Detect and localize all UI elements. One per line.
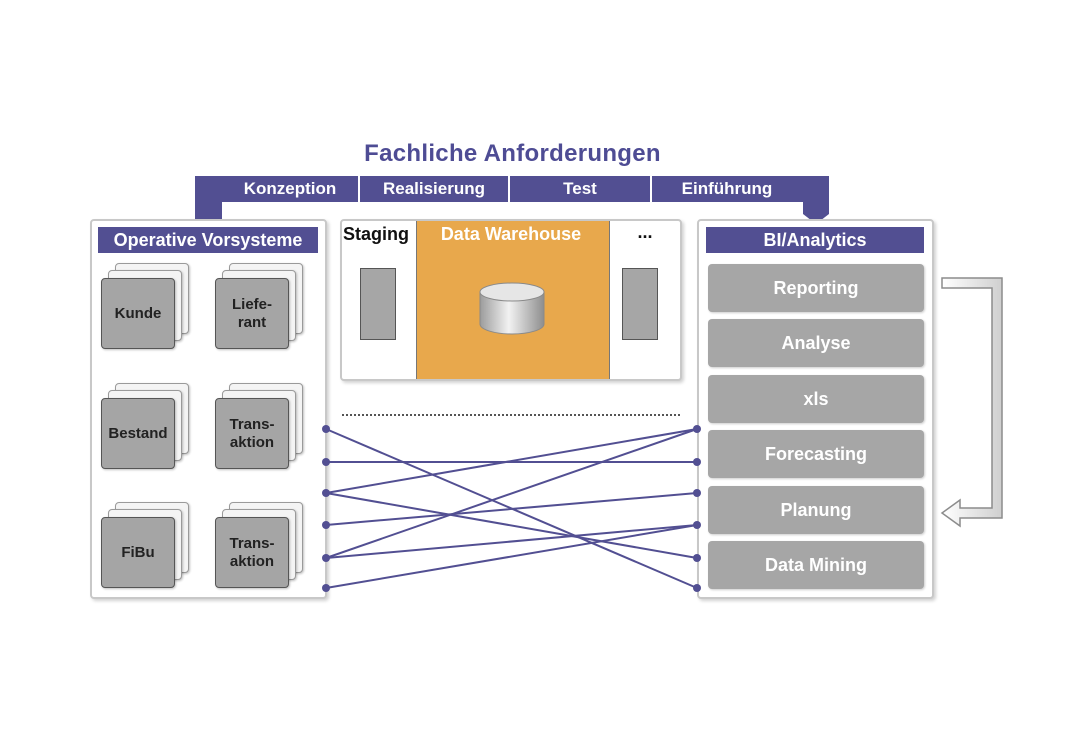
source-card-transaktion-1: Trans- aktion — [215, 398, 289, 469]
bi-item-planung: Planung — [708, 486, 924, 534]
source-label: Liefe- rant — [231, 295, 272, 331]
data-warehouse-label: Data Warehouse — [440, 224, 582, 244]
database-icon — [479, 282, 545, 335]
source-card-transaktion-2: Trans- aktion — [215, 517, 289, 588]
source-label: Kunde — [114, 304, 162, 322]
more-label: ... — [637, 222, 653, 242]
feedback-arrow-icon — [940, 277, 1003, 528]
bi-analytics-header: BI/Analytics — [706, 227, 924, 253]
phase-konzeption: Konzeption — [243, 179, 337, 198]
staging-label: Staging — [343, 224, 409, 244]
source-label: Trans- aktion — [229, 534, 275, 570]
phase-realisierung: Realisierung — [382, 179, 486, 198]
source-card-bestand: Bestand — [101, 398, 175, 469]
source-label: FiBu — [121, 543, 155, 561]
bi-item-xls: xls — [708, 375, 924, 423]
bi-item-analyse: Analyse — [708, 319, 924, 367]
bi-item-forecasting: Forecasting — [708, 430, 924, 478]
source-label: Trans- aktion — [229, 415, 275, 451]
phase-test: Test — [563, 179, 597, 198]
diagram-title: Fachliche Anforderungen — [364, 140, 661, 167]
bi-item-reporting: Reporting — [708, 264, 924, 312]
source-card-fibu: FiBu — [101, 517, 175, 588]
operative-systems-header: Operative Vorsysteme — [98, 227, 318, 253]
source-card-lieferant: Liefe- rant — [215, 278, 289, 349]
dotted-separator — [342, 414, 680, 416]
more-table — [622, 268, 658, 340]
source-label: Bestand — [108, 424, 168, 442]
staging-table — [360, 268, 396, 340]
phase-einfuehrung: Einführung — [681, 179, 773, 198]
bi-item-data-mining: Data Mining — [708, 541, 924, 589]
source-card-kunde: Kunde — [101, 278, 175, 349]
